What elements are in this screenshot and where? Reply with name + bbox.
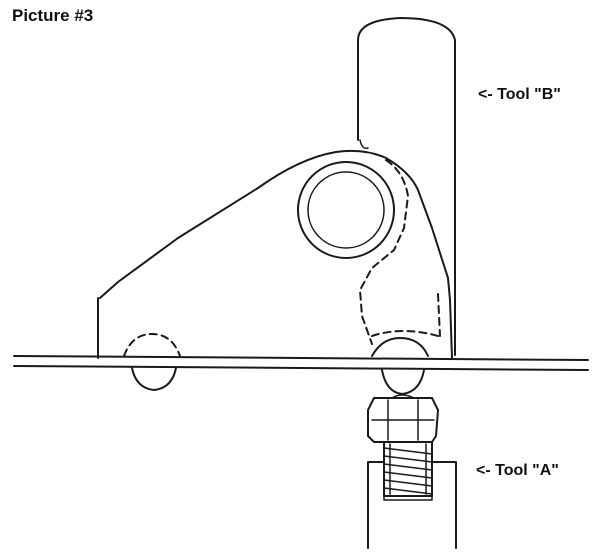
- tool-a-label: <- Tool "A": [476, 462, 559, 479]
- tool-b-post: [357, 17, 456, 356]
- bracket-body: [97, 149, 453, 359]
- bracket-hole: [297, 161, 395, 259]
- center-ball: [371, 337, 429, 395]
- tool-b-label: <- Tool "B": [478, 86, 561, 103]
- tool-a-assembly: [367, 394, 457, 549]
- tool-b-hidden-outline: [358, 159, 441, 345]
- left-ball: [123, 332, 181, 391]
- base-plate: [13, 355, 589, 371]
- figure-title: Picture #3: [12, 6, 94, 25]
